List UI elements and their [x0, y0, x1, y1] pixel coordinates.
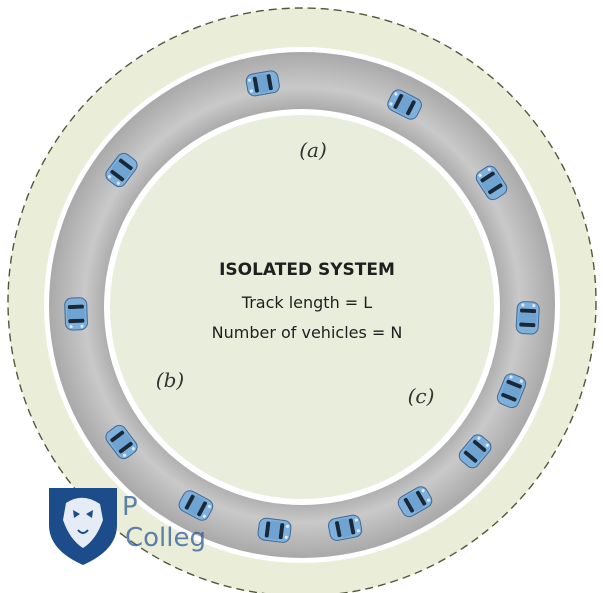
logo-text-bottom: Colleg: [125, 523, 206, 553]
vehicle-9: [256, 516, 293, 544]
label-c: (c): [408, 384, 435, 408]
college-logo: P Colleg: [49, 488, 206, 565]
inner-area: [110, 115, 494, 499]
lion-icon: [63, 497, 103, 548]
vehicle-12: [64, 297, 89, 331]
label-b: (b): [156, 368, 184, 392]
logo-text-top: P: [122, 492, 138, 522]
vehicle-4: [515, 300, 541, 335]
track-length-label: Track length = L: [241, 293, 373, 312]
vehicle-count-label: Number of vehicles = N: [212, 323, 403, 342]
system-title: ISOLATED SYSTEM: [219, 260, 395, 280]
label-a: (a): [299, 138, 327, 162]
